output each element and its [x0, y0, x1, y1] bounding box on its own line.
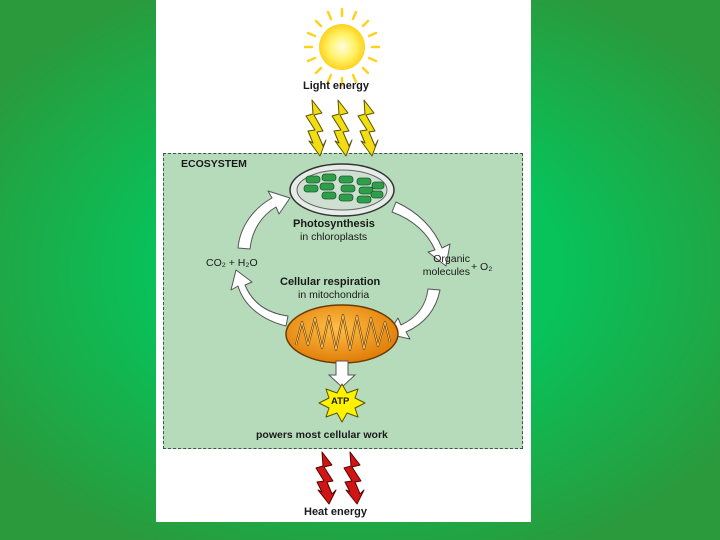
powers-work-label: powers most cellular work	[256, 429, 388, 441]
ecosystem-label: ECOSYSTEM	[181, 158, 247, 170]
organic-molecules-label: Organic molecules	[422, 253, 470, 278]
chloroplast-icon	[289, 163, 395, 217]
arrow-to-organic-icon	[391, 201, 451, 267]
mitochondrion-icon	[285, 304, 399, 364]
co2-h2o-label: CO₂ + H₂O	[206, 257, 258, 269]
heat-energy-arrows	[315, 451, 365, 505]
light-energy-arrows	[305, 99, 379, 157]
atp-label: ATP	[331, 396, 350, 407]
photosynthesis-label: Photosynthesis	[293, 218, 375, 230]
chloroplasts-label: in chloroplasts	[300, 231, 368, 243]
lightning-arrow-icon	[305, 99, 327, 157]
arrow-to-photosynthesis-icon	[237, 190, 291, 250]
lightning-arrow-icon	[331, 99, 353, 157]
o2-label: + O₂	[471, 261, 493, 273]
lightning-arrow-icon	[315, 451, 337, 505]
cellular-respiration-label: Cellular respiration	[280, 276, 381, 288]
mitochondria-label: in mitochondria	[298, 289, 370, 301]
arrow-to-co2-icon	[230, 269, 289, 327]
lightning-arrow-icon	[357, 99, 379, 157]
sun-icon	[303, 7, 381, 87]
light-energy-label: Light energy	[303, 80, 370, 92]
cycle-arrows	[230, 190, 451, 340]
atp-starburst-icon	[318, 383, 366, 423]
arrow-to-atp-icon	[327, 360, 357, 388]
heat-energy-label: Heat energy	[304, 506, 367, 518]
lightning-arrow-icon	[343, 451, 365, 505]
